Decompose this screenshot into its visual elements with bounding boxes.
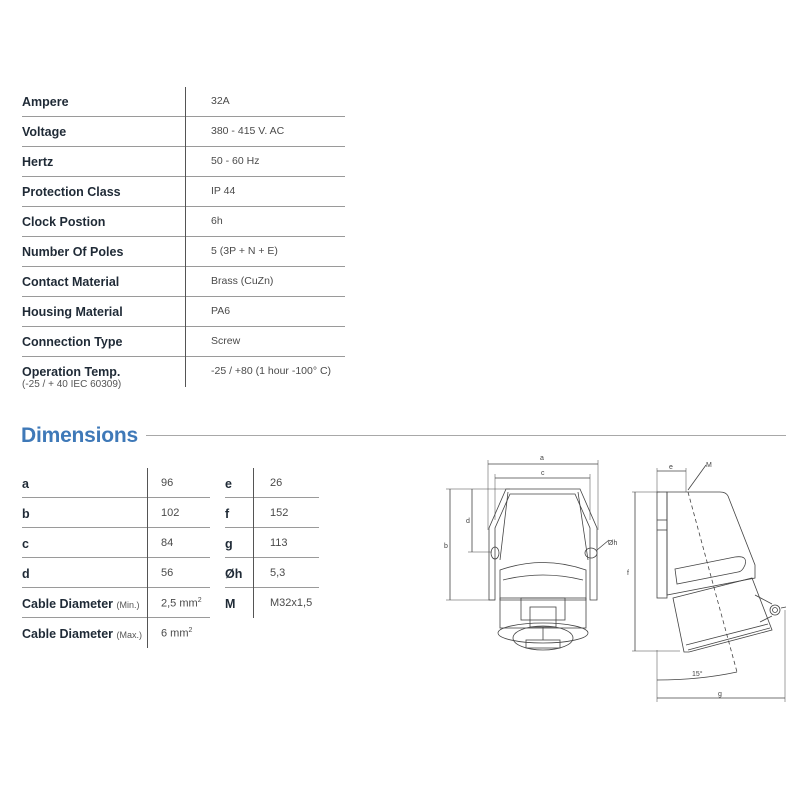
dimensions-table-left: a 96 b 102 c 84 d 56 Cable Diameter (Min… <box>22 468 210 648</box>
dimensions-table-right: e 26 f 152 g 113 Øh 5,3 M M32x1,5 <box>225 468 319 618</box>
dim-label: M <box>225 597 236 611</box>
spec-value: Screw <box>211 335 241 347</box>
dim-value-text: 6 mm <box>161 627 189 640</box>
dim-row-d: d 56 <box>22 558 210 588</box>
dim-label: e <box>225 477 232 491</box>
spec-row-connection-type: Connection Type Screw <box>22 327 345 357</box>
spec-value: 5 (3P + N + E) <box>211 245 278 257</box>
spec-value: 380 - 415 V. AC <box>211 125 285 137</box>
dimensions-title-rule <box>146 435 786 436</box>
dim-value-text: 2,5 mm <box>161 597 198 610</box>
dim-label-qualifier: (Max.) <box>116 630 143 640</box>
spec-row-protection-class: Protection Class IP 44 <box>22 177 345 207</box>
label-m: M <box>706 462 712 469</box>
spec-value: Brass (CuZn) <box>211 275 274 287</box>
dim-row-b: b 102 <box>22 498 210 528</box>
label-f: f <box>627 570 629 577</box>
dim-row-a: a 96 <box>22 468 210 498</box>
dim-row-g: g 113 <box>225 528 319 558</box>
dim-label: f <box>225 507 230 521</box>
dim-label-qualifier: (Min.) <box>116 600 140 610</box>
dim-label-text: Cable Diameter <box>22 597 114 611</box>
dim-value: M32x1,5 <box>270 597 313 609</box>
dim-value-sup: 2 <box>197 597 202 604</box>
spec-row-clock-position: Clock Postion 6h <box>22 207 345 237</box>
spec-label: Protection Class <box>22 185 121 199</box>
spec-label: Hertz <box>22 155 54 169</box>
spec-label: Housing Material <box>22 305 123 319</box>
spec-value: 6h <box>211 215 223 227</box>
spec-row-hertz: Hertz 50 - 60 Hz <box>22 147 345 177</box>
spec-label: Operation Temp. <box>22 365 121 379</box>
spec-row-number-of-poles: Number Of Poles 5 (3P + N + E) <box>22 237 345 267</box>
spec-table: Ampere 32A Voltage 380 - 415 V. AC Hertz… <box>22 87 345 397</box>
label-h: Øh <box>608 540 617 547</box>
spec-label: Contact Material <box>22 275 120 289</box>
label-a: a <box>540 455 544 462</box>
dim-row-h: Øh 5,3 <box>225 558 319 588</box>
spec-label: Connection Type <box>22 335 123 349</box>
dim-value: 6 mm2 <box>161 627 192 640</box>
dim-value: 2,5 mm2 <box>161 597 202 610</box>
spec-value: PA6 <box>211 305 231 317</box>
dim-label: d <box>22 567 30 581</box>
dim-value: 5,3 <box>270 567 286 579</box>
spec-row-contact-material: Contact Material Brass (CuZn) <box>22 267 345 297</box>
dim-label: c <box>22 537 29 551</box>
spec-value: IP 44 <box>211 185 236 197</box>
label-g: g <box>718 691 722 698</box>
dim-label: a <box>22 477 29 491</box>
dim-label: g <box>225 537 233 551</box>
spec-value: 32A <box>211 95 230 107</box>
spec-row-operation-temp: Operation Temp. (-25 / + 40 IEC 60309) -… <box>22 357 345 397</box>
label-angle: 15° <box>692 670 703 678</box>
dim-row-cable-max: Cable Diameter (Max.) 6 mm2 <box>22 618 210 648</box>
spec-sublabel: (-25 / + 40 IEC 60309) <box>22 379 122 390</box>
dim-value: 96 <box>161 477 174 489</box>
spec-label: Number Of Poles <box>22 245 124 259</box>
dim-value: 26 <box>270 477 283 489</box>
dim-value: 56 <box>161 567 174 579</box>
dimensions-title: Dimensions <box>21 424 139 447</box>
dim-value: 113 <box>270 537 288 549</box>
dim-label: Øh <box>225 567 243 581</box>
dim-row-m: M M32x1,5 <box>225 588 319 618</box>
label-c: c <box>541 470 545 477</box>
spec-label: Ampere <box>22 95 69 109</box>
dim-label: b <box>22 507 30 521</box>
label-b: b <box>444 543 448 550</box>
dim-label-text: Cable Diameter <box>22 627 114 641</box>
label-d: d <box>466 518 470 525</box>
spec-row-ampere: Ampere 32A <box>22 87 345 117</box>
dim-value: 84 <box>161 537 174 549</box>
front-view: a c b d Øh <box>444 455 617 651</box>
dim-value-sup: 2 <box>188 627 193 634</box>
dim-row-e: e 26 <box>225 468 319 498</box>
spec-label: Clock Postion <box>22 215 106 229</box>
dim-label: Cable Diameter (Min.) <box>22 597 140 611</box>
dim-label: Cable Diameter (Max.) <box>22 627 142 641</box>
side-view: e M f 15° g <box>627 462 787 702</box>
spec-row-voltage: Voltage 380 - 415 V. AC <box>22 117 345 147</box>
spec-label: Voltage <box>22 125 67 139</box>
spec-column-divider <box>185 87 186 387</box>
dim-value: 152 <box>270 507 289 519</box>
label-e: e <box>669 464 673 471</box>
socket-technical-drawing: a c b d Øh <box>444 455 787 702</box>
dim-row-cable-min: Cable Diameter (Min.) 2,5 mm2 <box>22 588 210 618</box>
dim-row-f: f 152 <box>225 498 319 528</box>
spec-value: -25 / +80 (1 hour -100° C) <box>211 365 332 377</box>
spec-row-housing-material: Housing Material PA6 <box>22 297 345 327</box>
spec-value: 50 - 60 Hz <box>211 155 260 167</box>
dim-row-c: c 84 <box>22 528 210 558</box>
dimensions-left-divider <box>147 468 148 648</box>
dim-value: 102 <box>161 507 180 519</box>
dimensions-right-divider <box>253 468 254 618</box>
